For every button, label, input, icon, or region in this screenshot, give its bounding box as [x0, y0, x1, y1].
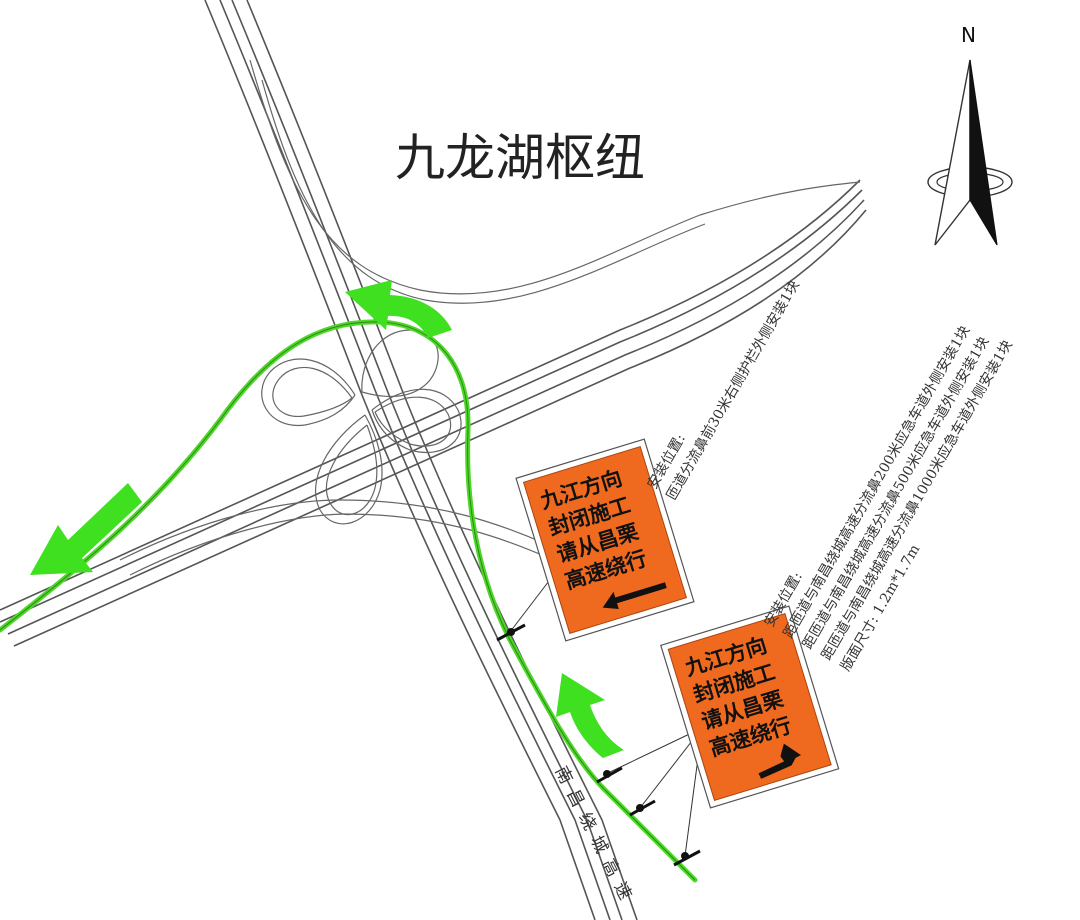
- note2-line-2: 距匝道与南昌绕城高速分流鼻200米应急车道外侧安装1块: [780, 323, 974, 641]
- road-network: [0, 0, 867, 920]
- sign2-arrow-icon: [758, 743, 802, 779]
- detour-sign-lower: 九江方向 封闭施工 请从昌栗 高速绕行: [660, 605, 840, 809]
- note2-line-4: 距匝道与南昌绕城高速分流鼻1000米应急车道外侧安装1块: [818, 337, 1016, 663]
- map-title: 九龙湖枢纽: [395, 129, 645, 187]
- arrow-north-curve-icon: [345, 280, 452, 338]
- detour-route: [0, 319, 698, 883]
- install-note-lower: 安装位置: 距匝道与南昌绕城高速分流鼻200米应急车道外侧安装1块 距匝道与南昌…: [762, 323, 1016, 674]
- direction-arrows: [30, 280, 624, 758]
- note1-line-2: 匝道分流鼻前30米右侧护栏外侧安装1块: [663, 277, 803, 503]
- detour-sign-upper: 九江方向 封闭施工 请从昌栗 高速绕行: [515, 438, 695, 642]
- install-note-upper: 安装位置: 匝道分流鼻前30米右侧护栏外侧安装1块: [645, 277, 803, 503]
- north-arrow-icon: [969, 59, 998, 246]
- sign1-arrow-icon: [602, 582, 667, 609]
- arrow-west-icon: [30, 483, 142, 575]
- road-name-label: 南昌绕城高速: [551, 763, 640, 911]
- north-arrow: N: [927, 23, 1013, 246]
- note2-line-3: 距匝道与南昌绕城高速分流鼻500米应急车道外侧安装1块: [799, 334, 993, 652]
- arrow-north-icon: [556, 673, 624, 758]
- north-label: N: [961, 23, 976, 47]
